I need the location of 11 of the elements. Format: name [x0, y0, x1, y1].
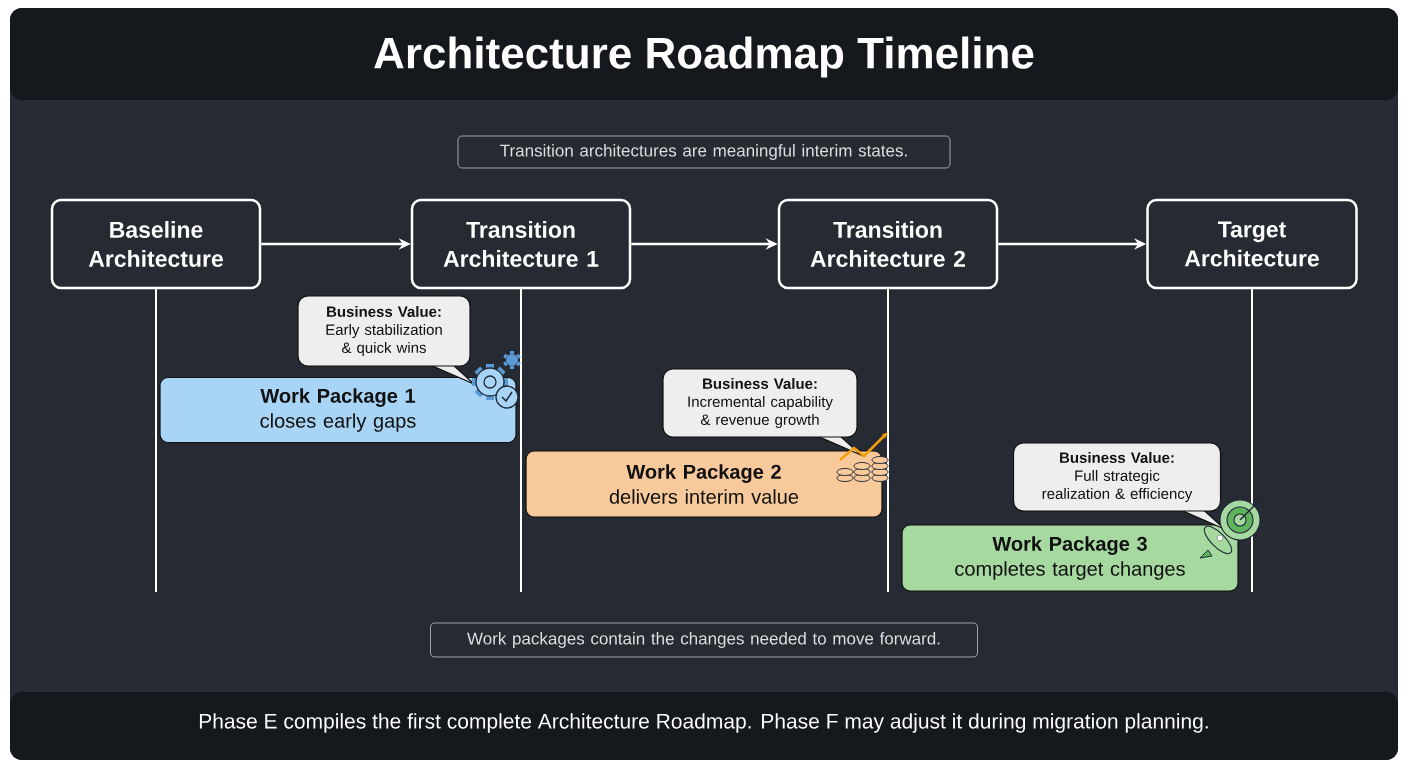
- title: Architecture Roadmap Timeline: [374, 36, 1034, 78]
- work-package-bar: Work Package 2 delivers interim value: [525, 450, 883, 518]
- note-box: Work packages contain the changes needed to move forward.: [430, 622, 978, 658]
- architecture-box: Baseline Architecture: [50, 198, 262, 290]
- note-box: Transition architectures are meaningful interim states.: [457, 135, 951, 169]
- work-package-bar: Work Package 3 completes target changes: [901, 524, 1239, 592]
- work-package-bar: Work Package 1 closes early gaps: [159, 376, 517, 444]
- architecture-box: Transition Architecture 2: [777, 198, 999, 290]
- architecture-box: Target Architecture: [1146, 198, 1358, 290]
- architecture-box: Transition Architecture 1: [410, 198, 632, 290]
- caption: Phase E compiles the first complete Architecture Roadmap. Phase F may adjust it during migration planning.: [199, 713, 1208, 733]
